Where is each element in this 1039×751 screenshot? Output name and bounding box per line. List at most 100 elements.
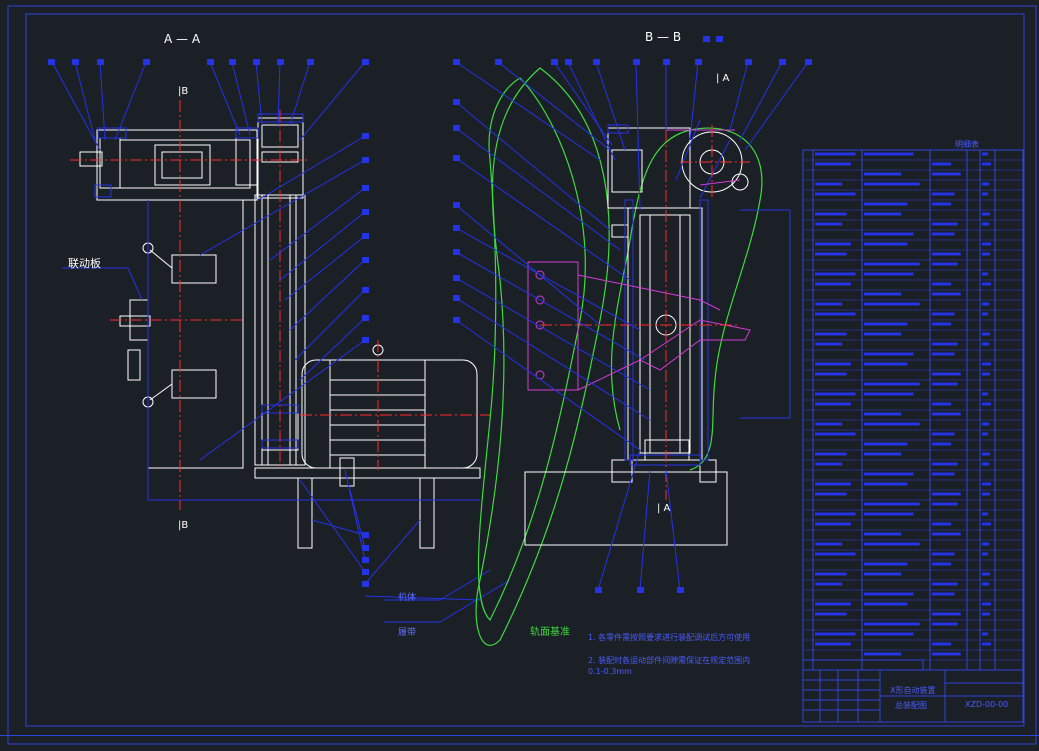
parts-table-entry: [815, 582, 842, 586]
parts-table-entry: [932, 412, 961, 416]
parts-table-entry: [932, 552, 955, 556]
title-block-notes-bar: [802, 659, 924, 671]
parts-table-entry: [815, 572, 847, 576]
parts-table-entry: [932, 622, 958, 626]
parts-table-entry: [932, 592, 955, 596]
view-aa-leaders: [51, 61, 511, 623]
parts-table-entry: [815, 222, 842, 226]
parts-table-entry: [932, 562, 952, 566]
parts-table-entry: [982, 332, 990, 336]
inner-frame: [25, 13, 1025, 727]
parts-table-entry: [864, 242, 908, 246]
parts-table-entry: [815, 152, 856, 156]
outer-frame: [7, 5, 1037, 745]
parts-table-entry: [982, 402, 991, 406]
parts-table-entry: [982, 302, 989, 306]
track-label: 履带: [398, 628, 417, 638]
parts-table-entry: [932, 372, 961, 376]
view-bb-centerlines: [540, 110, 750, 500]
parts-table-entry: [864, 542, 920, 546]
status-strip: [0, 735, 1039, 748]
parts-table-entry: [932, 282, 952, 286]
parts-table-entry: [864, 322, 908, 326]
parts-table-entry: [815, 402, 851, 406]
view-bb: [524, 127, 749, 546]
parts-table-entry: [932, 202, 952, 206]
parts-table-entry: [982, 642, 991, 646]
parts-table-entry: [932, 172, 961, 176]
parts-table-entry: [815, 462, 842, 466]
parts-table-entry: [982, 512, 988, 516]
parts-table-entry: [982, 362, 991, 366]
parts-table-entry: [864, 412, 902, 416]
parts-table-entry: [815, 522, 851, 526]
view-aa-centerlines: [70, 100, 490, 510]
parts-table-entry: [932, 652, 961, 656]
parts-table-entry: [815, 372, 847, 376]
parts-table-entry: [932, 472, 955, 476]
parts-table-entry: [932, 312, 955, 316]
linkage-mechanism: [527, 129, 751, 391]
note-3: 0.1-0.3mm: [588, 667, 632, 676]
parts-table-entry: [815, 612, 847, 616]
parts-table-entry: [982, 222, 989, 226]
rail-datum-label: 轨面基准: [530, 627, 570, 638]
parts-table-entry: [982, 432, 988, 436]
parts-table-entry: [815, 252, 847, 256]
parts-table-entry: [932, 402, 952, 406]
parts-table-entry: [815, 452, 847, 456]
drawing-name: X形自动装置: [890, 686, 936, 695]
parts-table-entry: [932, 612, 961, 616]
parts-table-entry: [932, 582, 958, 586]
parts-table-entry: [864, 532, 902, 536]
parts-table-entry: [932, 352, 955, 356]
parts-table-entry: [864, 332, 902, 336]
parts-table-entry: [982, 492, 990, 496]
section-bb-label: B — B: [645, 30, 682, 44]
parts-table-entry: [815, 182, 842, 186]
parts-table-entry: [932, 262, 958, 266]
parts-table-entry: [982, 422, 989, 426]
parts-table-entry: [932, 492, 961, 496]
parts-table-entry: [864, 152, 914, 156]
note-1: 1. 各零件需按照要求进行装配调试后方可使用: [588, 633, 751, 642]
parts-table-entry: [982, 482, 991, 486]
parts-table-entry: [815, 642, 851, 646]
parts-table-entry: [864, 622, 920, 626]
parts-table-entry: [864, 212, 902, 216]
body-label: 机体: [398, 593, 417, 603]
parts-table-entry: [982, 192, 988, 196]
parts-table-entry: [982, 602, 991, 606]
parts-table-entry: [982, 162, 991, 166]
parts-table-entry: [932, 192, 955, 196]
parts-table-entry: [982, 212, 990, 216]
section-mark-a-bottom: | A: [657, 503, 671, 514]
title-block: [802, 669, 1024, 723]
parts-table-entry: [932, 502, 958, 506]
linkage-plate-label: 联动板: [68, 257, 101, 270]
parts-table-entry: [864, 302, 920, 306]
parts-table-entry: [982, 552, 988, 556]
parts-table-entry: [932, 232, 955, 236]
parts-table-entry: [864, 472, 914, 476]
parts-table-entry: [982, 242, 991, 246]
parts-table-entry: [815, 242, 851, 246]
parts-table-entry: [982, 372, 990, 376]
parts-table-entry: [815, 482, 851, 486]
parts-table-entry: [815, 162, 851, 166]
parts-table-entry: [982, 152, 988, 156]
parts-table-entry: [815, 272, 856, 276]
parts-table-entry: [932, 292, 961, 296]
parts-table-entry: [864, 202, 908, 206]
drawing-subtitle: 总装配图: [895, 701, 927, 710]
parts-table-entry: [864, 232, 914, 236]
parts-table-entry: [932, 442, 952, 446]
parts-table-entry: [864, 602, 908, 606]
parts-table-entry: [982, 252, 990, 256]
parts-table-entry: [864, 632, 914, 636]
parts-table-entry: [815, 492, 847, 496]
parts-table-entry: [982, 282, 991, 286]
parts-table-entry: [815, 212, 847, 216]
parts-table-entry: [815, 422, 842, 426]
parts-table-entry: [815, 632, 856, 636]
